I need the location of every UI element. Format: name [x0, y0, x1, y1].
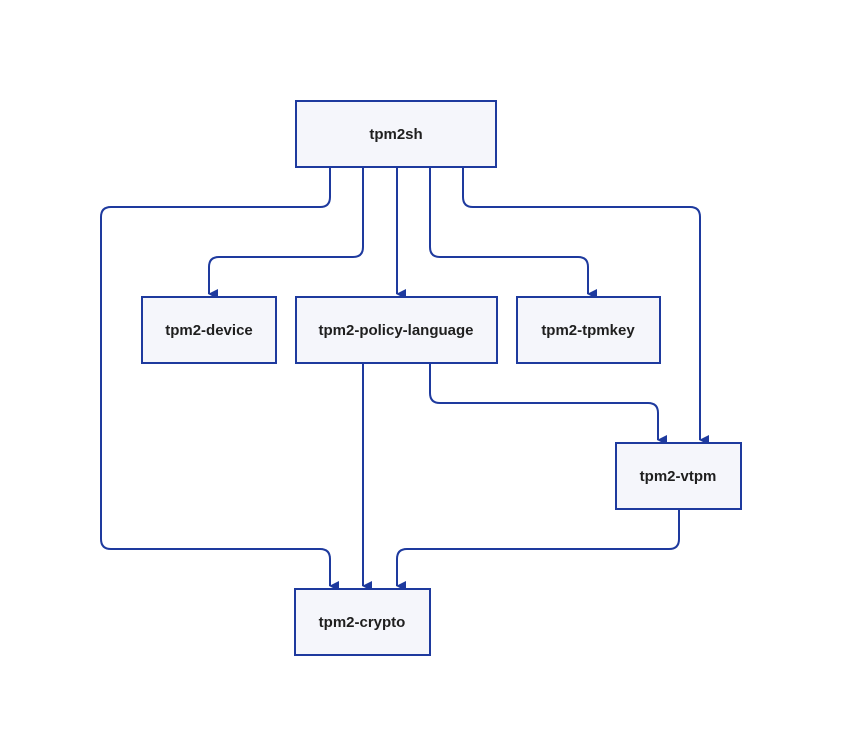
edge-tpm2-policy-language-to-tpm2-vtpm — [429, 364, 667, 445]
edge-tpm2sh-to-tpm2-tpmkey — [429, 168, 597, 299]
node-tpm2sh: tpm2sh — [295, 100, 497, 168]
node-box — [516, 296, 661, 364]
node-box — [141, 296, 277, 364]
edge-tpm2sh-to-tpm2-crypto — [100, 168, 339, 591]
node-box — [294, 588, 431, 656]
node-box — [615, 442, 742, 510]
node-tpm2-tpmkey: tpm2-tpmkey — [516, 296, 661, 364]
node-label: tpm2-vtpm — [640, 468, 717, 485]
edges — [100, 168, 709, 591]
node-label: tpm2-tpmkey — [541, 322, 635, 339]
edge-tpm2sh-to-tpm2-vtpm — [462, 168, 709, 445]
node-label: tpm2-crypto — [319, 614, 406, 631]
edge-tpm2-vtpm-to-tpm2-crypto — [396, 510, 680, 591]
node-label: tpm2-policy-language — [318, 322, 473, 339]
edge-tpm2sh-to-tpm2-device — [208, 168, 364, 299]
node-label: tpm2-device — [165, 322, 253, 339]
node-tpm2-policy-language: tpm2-policy-language — [295, 296, 498, 364]
node-box — [295, 296, 498, 364]
node-label: tpm2sh — [369, 126, 422, 143]
node-tpm2-crypto: tpm2-crypto — [294, 588, 431, 656]
node-tpm2-device: tpm2-device — [141, 296, 277, 364]
node-box — [295, 100, 497, 168]
node-tpm2-vtpm: tpm2-vtpm — [615, 442, 742, 510]
